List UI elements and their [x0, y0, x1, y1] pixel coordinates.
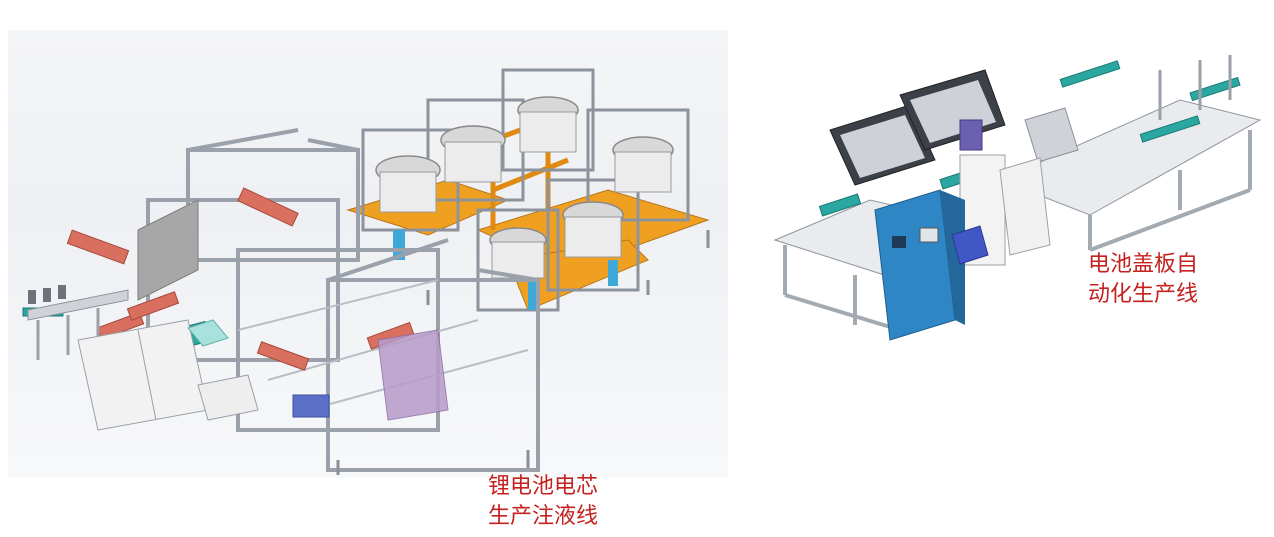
- purple-panel: [377, 329, 449, 421]
- left-caption-line-1: 锂电池电芯: [487, 474, 598, 499]
- right-caption-line-2: 动化生产线: [1087, 282, 1198, 307]
- purple-robot: [959, 119, 983, 151]
- right-machine-drawing: [773, 55, 1262, 341]
- grey-box-stack: [1024, 107, 1079, 163]
- carousel-unit-group: [361, 68, 690, 312]
- grey-hood: [137, 199, 199, 301]
- panel-vent: [892, 236, 906, 248]
- blue-box: [292, 394, 330, 418]
- right-caption-line-1: 电池盖板自: [1087, 252, 1198, 277]
- base-table-right: [998, 99, 1262, 216]
- blue-control-cabinet: [874, 189, 965, 341]
- left-caption-line-2: 生产注液线: [487, 504, 598, 529]
- left-conveyor: [27, 285, 129, 360]
- white-cabinet: [77, 319, 209, 431]
- hmi-screen: [919, 227, 939, 243]
- right-caption: 电池盖板自 动化生产线: [1068, 250, 1218, 310]
- red-manipulators: [66, 187, 415, 371]
- right-machine-render: [760, 40, 1270, 360]
- left-caption: 锂电池电芯 生产注液线: [468, 472, 618, 532]
- left-machine-drawing: [22, 68, 710, 475]
- left-machine-render: [8, 30, 728, 478]
